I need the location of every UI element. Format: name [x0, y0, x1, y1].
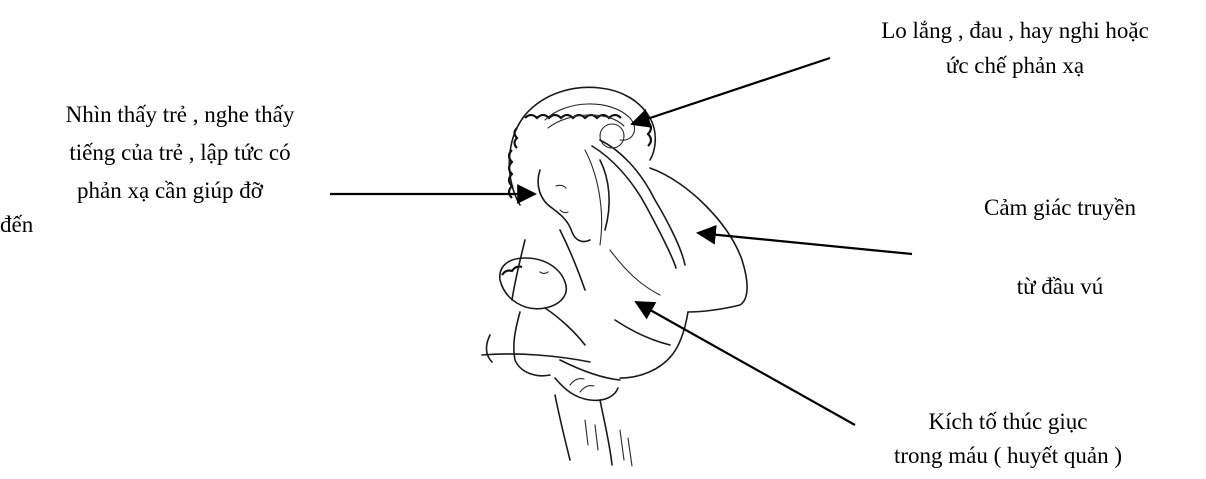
label-see-hear-line1: Nhìn thấy trẻ , nghe thấy	[0, 98, 360, 131]
nerve-pathway	[585, 124, 685, 268]
arrow-to-blood	[636, 302, 855, 425]
label-hormone-line1: Kích tố thúc giục	[828, 405, 1188, 438]
label-see-hear-line3: phản xạ cần giúp đỡ	[0, 174, 340, 207]
label-see-hear: Nhìn thấy trẻ , nghe thấy tiếng của trẻ …	[0, 98, 360, 241]
label-anxiety: Lo lắng , đau , hay nghi hoặc ức chế phả…	[820, 14, 1206, 82]
arrow-to-nerve	[698, 233, 912, 254]
label-see-hear-line4: đến	[0, 208, 360, 241]
mother-lap	[482, 354, 632, 466]
mother-hair	[509, 87, 655, 205]
label-hormone: Kích tố thúc giục trong máu ( huyết quản…	[828, 405, 1188, 472]
mother-body	[512, 168, 747, 380]
label-hormone-line2: trong máu ( huyết quản )	[828, 439, 1188, 472]
arrow-to-brain	[632, 58, 830, 124]
label-sensation-line1: Cảm giác truyền	[920, 191, 1200, 224]
label-anxiety-line1: Lo lắng , đau , hay nghi hoặc	[820, 14, 1206, 47]
label-anxiety-line2: ức chế phản xạ	[820, 49, 1206, 82]
label-see-hear-line2: tiếng của trẻ , lập tức có	[0, 136, 360, 169]
label-sensation: Cảm giác truyền từ đầu vú	[920, 191, 1200, 303]
baby	[486, 258, 618, 400]
label-sensation-line2: từ đầu vú	[920, 270, 1200, 303]
mother-head	[538, 160, 609, 242]
